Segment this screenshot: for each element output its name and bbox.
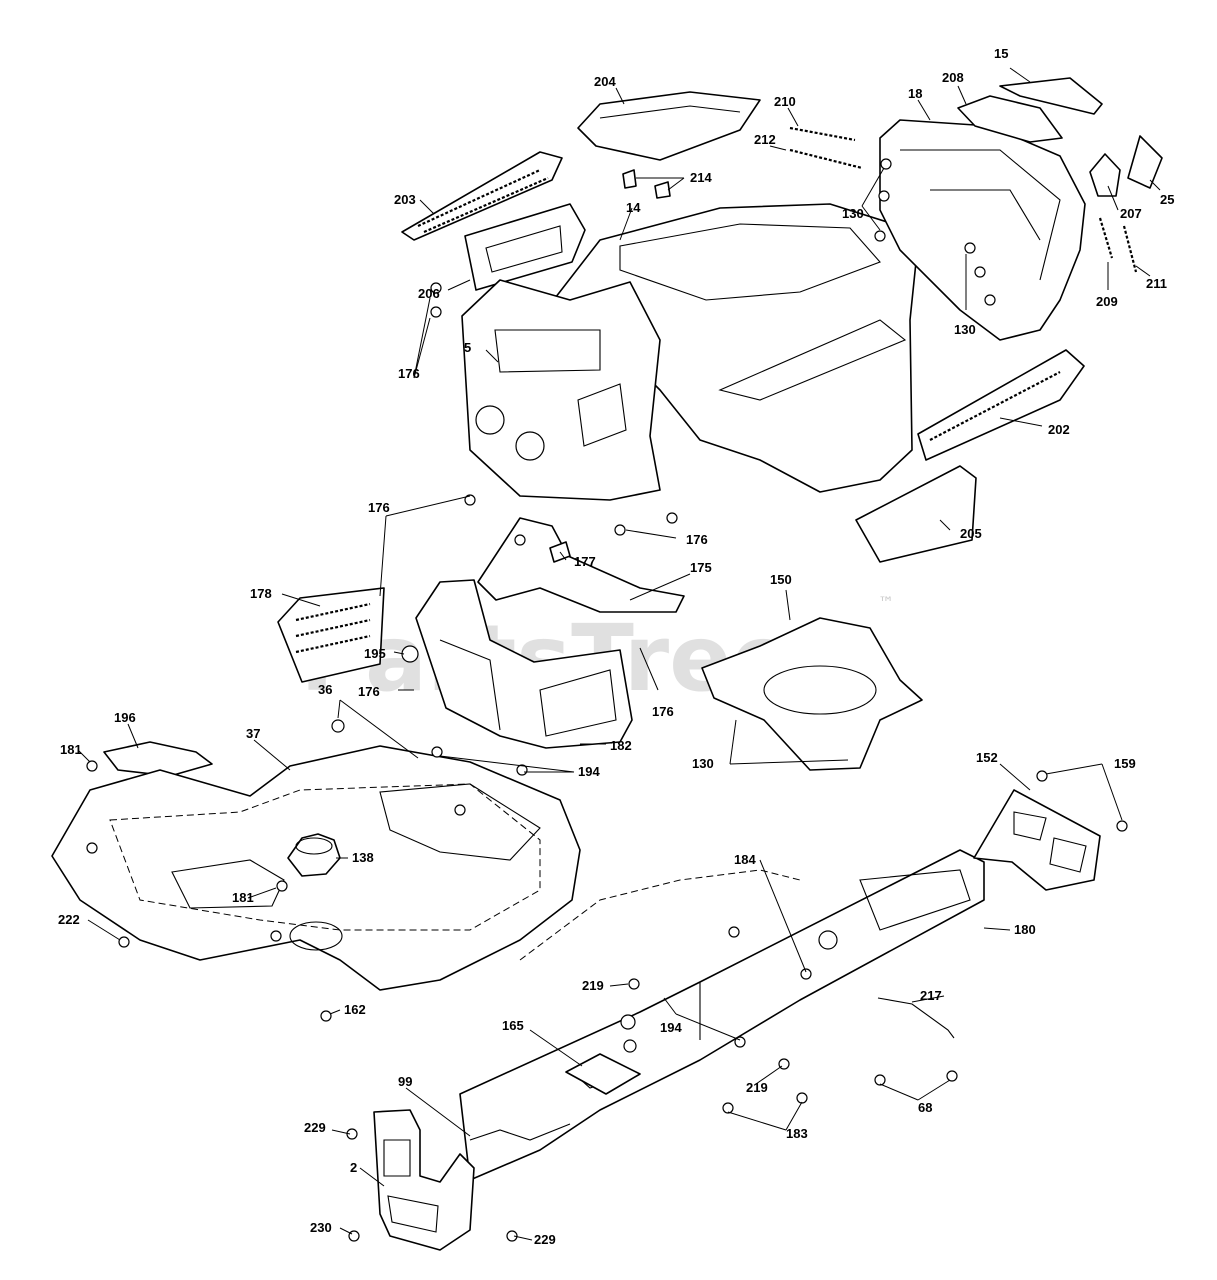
part-217-rod [877, 997, 955, 1039]
callout: 18 [908, 86, 922, 101]
callout: 195 [364, 646, 386, 661]
callout: 36 [318, 682, 332, 697]
part-211-decal [1122, 225, 1138, 273]
part-203-side-grille [401, 151, 563, 241]
callout: 194 [578, 764, 600, 779]
callout: 212 [754, 132, 776, 147]
hardware-frame [628, 770, 1128, 1114]
callout: 202 [1048, 422, 1070, 437]
callout: 150 [770, 572, 792, 587]
callout: 219 [582, 978, 604, 993]
part-182-dash-housing [415, 579, 633, 749]
part-165-plate [565, 1053, 641, 1095]
callout: 176 [686, 532, 708, 547]
part-195-knob [401, 645, 419, 663]
part-205-lower-panel [855, 465, 977, 563]
callout: 5 [464, 340, 471, 355]
callout: 183 [786, 1126, 808, 1141]
callout: 203 [394, 192, 416, 207]
callout: 196 [114, 710, 136, 725]
callout: 37 [246, 726, 260, 741]
callout: 222 [58, 912, 80, 927]
part-196-decal [103, 741, 213, 777]
part-178-grille [277, 587, 385, 683]
part-2-hitch-bracket [373, 1109, 475, 1251]
callout: 181 [232, 890, 254, 905]
part-206-side-panel [464, 203, 586, 291]
screws-176-upper [430, 282, 678, 536]
callout: 205 [960, 526, 982, 541]
callout: 152 [976, 750, 998, 765]
part-204-top-cover [577, 91, 761, 161]
callout: 177 [574, 554, 596, 569]
part-99-link [469, 1123, 571, 1141]
cable-route [519, 869, 801, 961]
callout-labels: 15 204 208 18 210 212 214 203 14 130 207… [58, 46, 1174, 1247]
callout: 130 [692, 756, 714, 771]
callout: 180 [1014, 922, 1036, 937]
part-212-decal [789, 148, 863, 170]
screws-130-upper [874, 158, 996, 306]
watermark-trademark: ™ [878, 593, 894, 612]
part-209-decal [1098, 217, 1114, 259]
part-15-trim [999, 77, 1103, 115]
callout: 99 [398, 1074, 412, 1089]
callout: 176 [652, 704, 674, 719]
callout: 211 [1146, 276, 1167, 291]
part-208-headlight-lens [957, 95, 1063, 143]
callout: 204 [594, 74, 616, 89]
callout: 162 [344, 1002, 366, 1017]
callout: 176 [398, 366, 420, 381]
callout: 14 [626, 200, 641, 215]
callout: 130 [842, 206, 864, 221]
callout: 206 [418, 286, 440, 301]
callout: 209 [1096, 294, 1118, 309]
callout: 176 [358, 684, 380, 699]
callout: 182 [610, 738, 632, 753]
part-175-bracket [477, 517, 685, 613]
callout: 138 [352, 850, 374, 865]
callout: 214 [690, 170, 712, 185]
callout: 229 [534, 1232, 556, 1247]
leader-lines [77, 67, 1161, 1241]
callout: 68 [918, 1100, 932, 1115]
hardware-fender [86, 719, 528, 1022]
part-214-clips [622, 169, 671, 199]
callout: 210 [774, 94, 796, 109]
callout: 2 [350, 1160, 357, 1175]
callout: 181 [60, 742, 82, 757]
callout: 15 [994, 46, 1008, 61]
part-5-dash-panel [461, 279, 661, 501]
hardware-hitch [346, 1128, 518, 1242]
callout: 184 [734, 852, 756, 867]
part-25-lamp-cover [1127, 135, 1163, 189]
callout: 176 [368, 500, 390, 515]
part-138-seat-boot [287, 833, 341, 877]
callout: 175 [690, 560, 712, 575]
callout: 130 [954, 322, 976, 337]
part-152-bracket [973, 789, 1101, 891]
callout: 208 [942, 70, 964, 85]
part-14-hood [551, 203, 917, 493]
callout: 230 [310, 1220, 332, 1235]
callout: 178 [250, 586, 272, 601]
callout: 194 [660, 1020, 682, 1035]
part-202-side-grille [917, 349, 1085, 461]
callout: 229 [304, 1120, 326, 1135]
callout: 217 [920, 988, 942, 1003]
part-207-lamp [1089, 153, 1121, 197]
part-210-decal [789, 126, 856, 142]
callout: 165 [502, 1018, 524, 1033]
callout: 207 [1120, 206, 1142, 221]
part-150-battery-tray [701, 617, 923, 771]
callout: 159 [1114, 756, 1136, 771]
callout: 219 [746, 1080, 768, 1095]
callout: 25 [1160, 192, 1174, 207]
